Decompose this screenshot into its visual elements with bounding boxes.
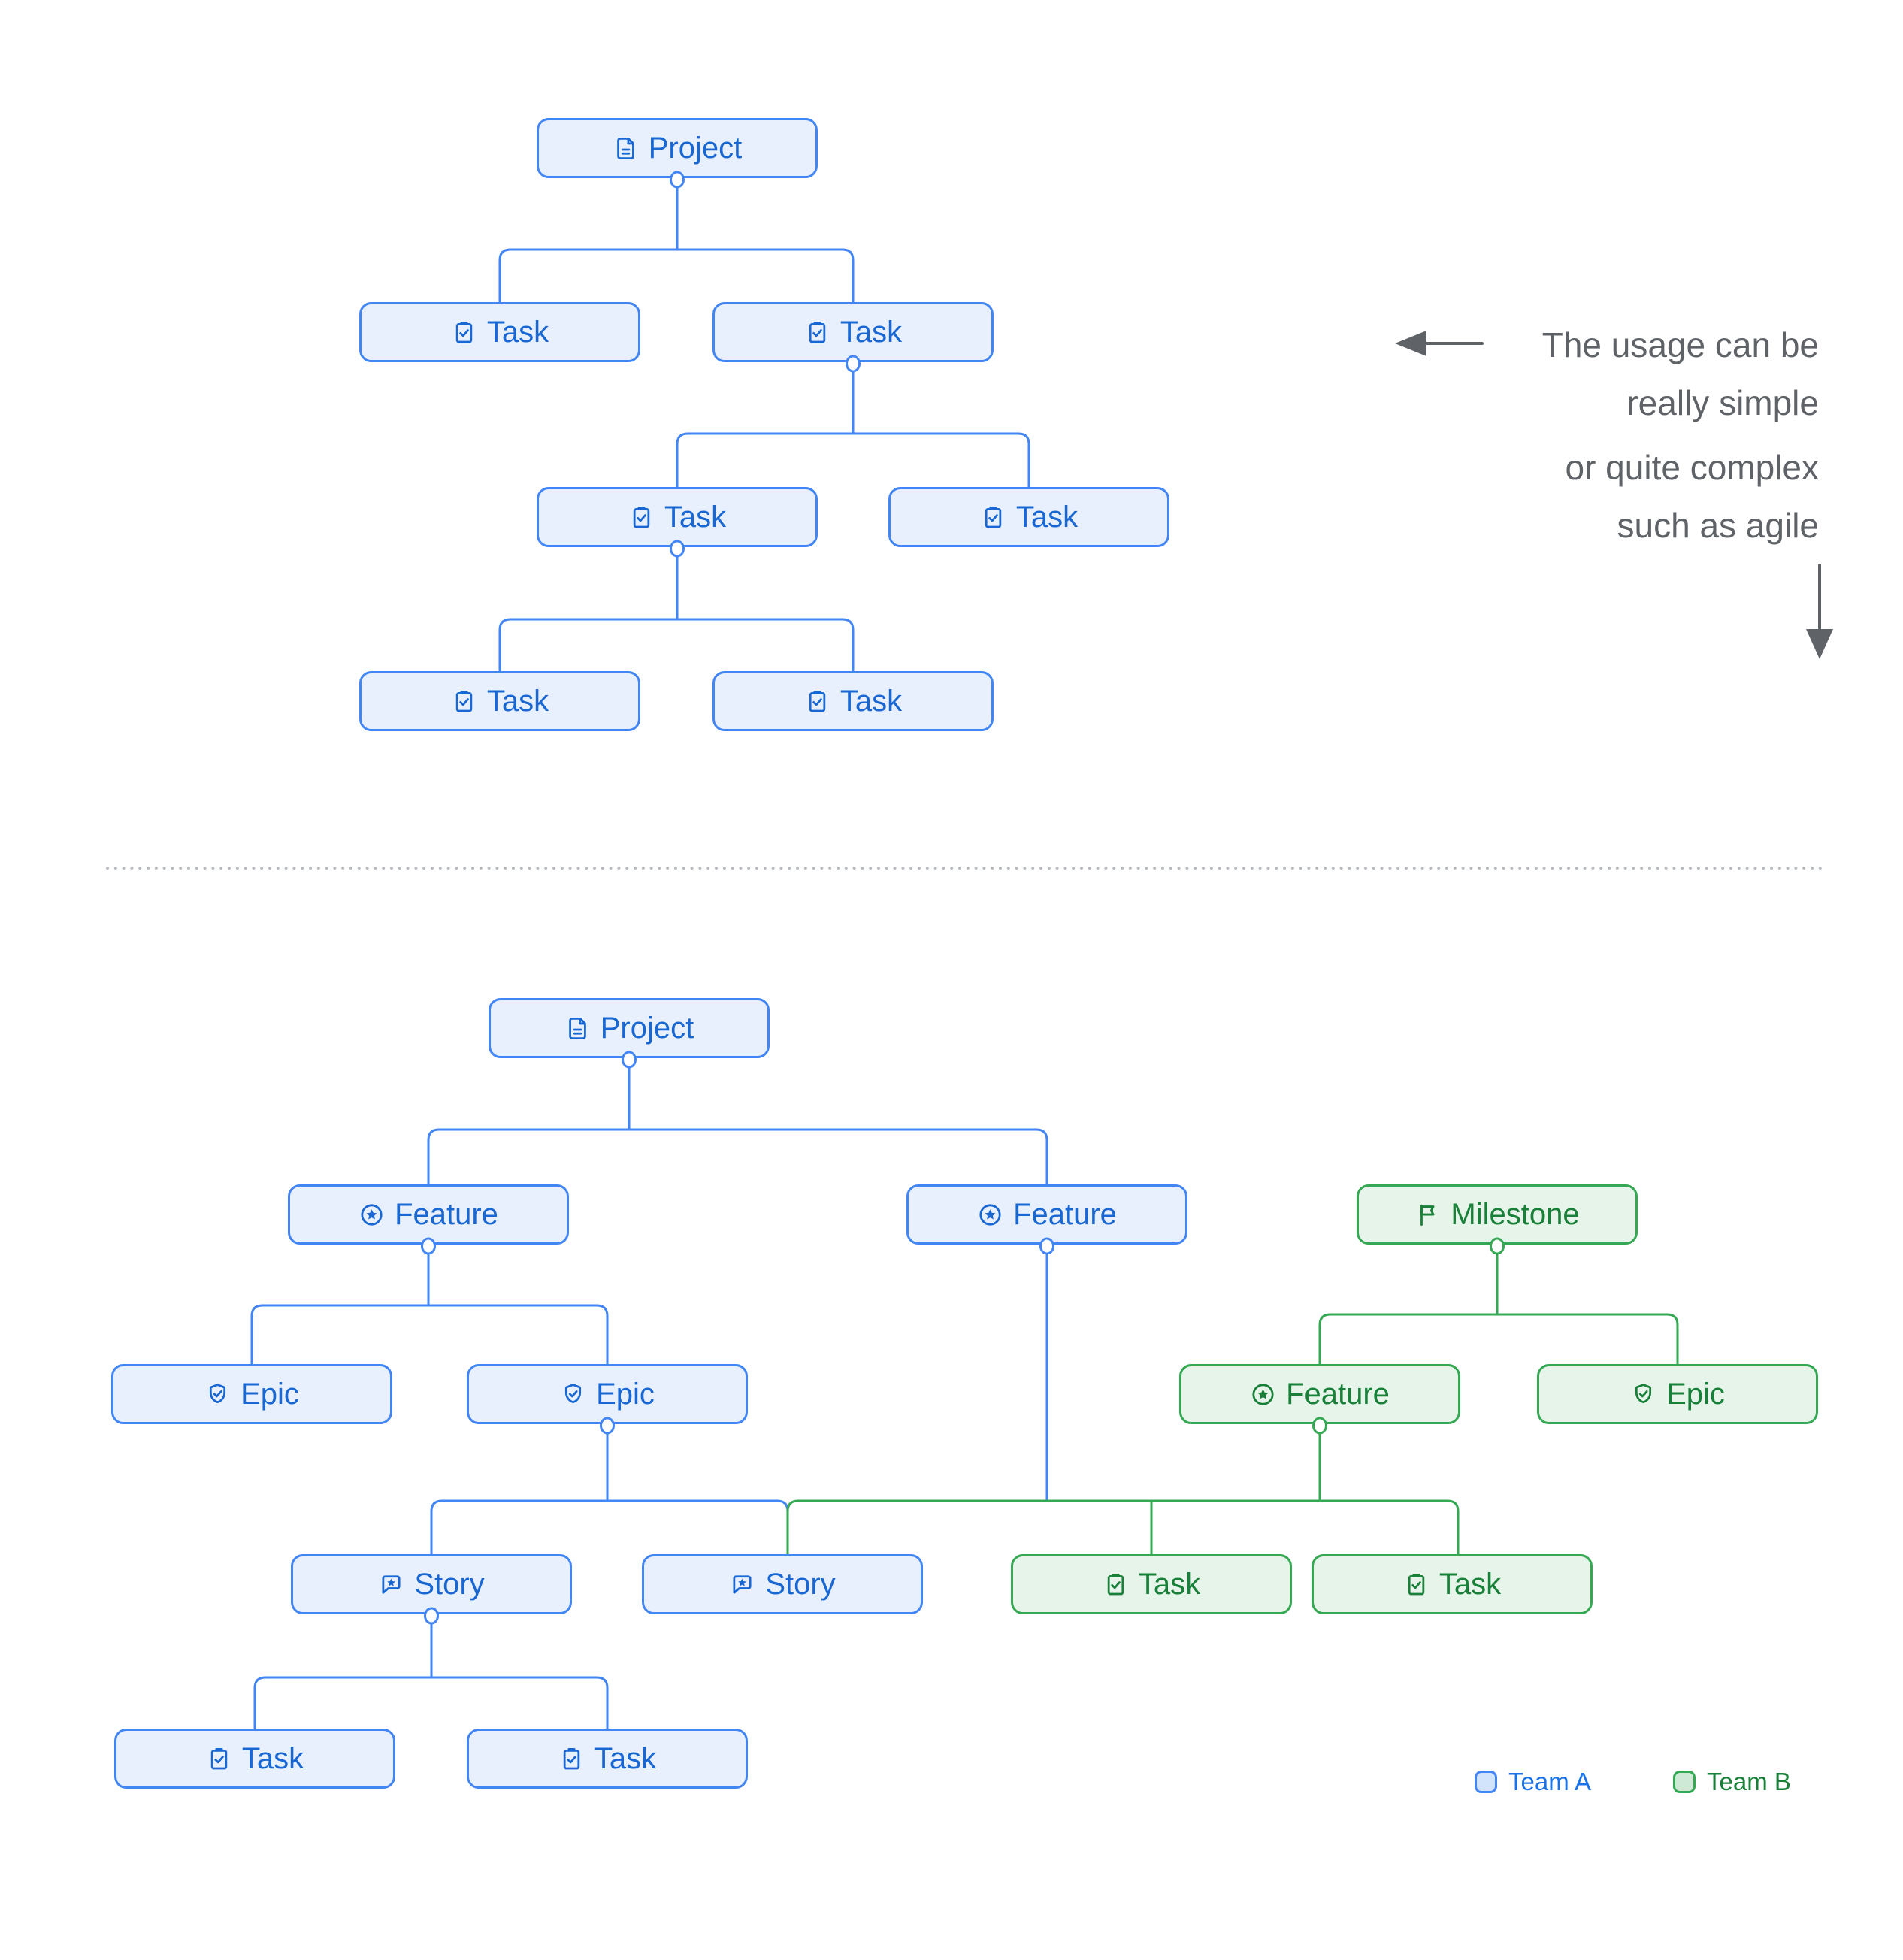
task-node-top-4[interactable]: Task <box>888 487 1169 547</box>
node-label: Feature <box>1286 1377 1390 1411</box>
task-icon <box>558 1746 585 1772</box>
connector <box>786 1499 1460 1556</box>
node-label: Feature <box>1013 1197 1117 1231</box>
task-node-green-1[interactable]: Task <box>1011 1554 1292 1614</box>
connector <box>676 432 1030 488</box>
task-icon <box>451 688 477 715</box>
legend-label: Team A <box>1508 1768 1592 1795</box>
node-label: Epic <box>241 1377 299 1411</box>
legend-label: Team B <box>1707 1768 1791 1795</box>
node-label: Task <box>664 500 727 534</box>
node-label: Task <box>1015 500 1079 534</box>
node-label: Task <box>1138 1567 1201 1601</box>
story-icon <box>729 1571 755 1598</box>
epic-icon <box>1630 1381 1656 1408</box>
legend-item-team-b: Team B <box>1673 1768 1791 1796</box>
feature-node-1[interactable]: Feature <box>288 1184 569 1245</box>
team-b-swatch <box>1673 1771 1696 1793</box>
node-label: Task <box>594 1741 657 1775</box>
node-label: Task <box>241 1741 304 1775</box>
document-icon <box>564 1015 591 1042</box>
milestone-icon <box>1414 1202 1441 1228</box>
task-icon <box>206 1746 232 1772</box>
task-icon <box>628 504 655 531</box>
annotation-paragraph-complex: or quite complex such as agile <box>1542 439 1820 555</box>
annotation-line: The usage can be <box>1541 325 1819 364</box>
connector <box>427 1128 1048 1186</box>
document-icon <box>613 135 639 162</box>
annotation-line: really simple <box>1626 383 1819 422</box>
epic-node-3[interactable]: Epic <box>1537 1364 1818 1424</box>
node-label: Project <box>648 131 743 165</box>
task-node-top-2[interactable]: Task <box>712 302 994 362</box>
story-node-1[interactable]: Story <box>291 1554 572 1614</box>
epic-node-1[interactable]: Epic <box>111 1364 392 1424</box>
connector <box>253 1676 609 1730</box>
legend-item-team-a: Team A <box>1475 1768 1591 1796</box>
node-label: Story <box>765 1567 836 1601</box>
task-node-top-5[interactable]: Task <box>359 671 640 731</box>
task-node-top-1[interactable]: Task <box>359 302 640 362</box>
node-label: Task <box>486 315 549 349</box>
node-label: Milestone <box>1451 1197 1580 1231</box>
node-label: Feature <box>395 1197 498 1231</box>
task-node-green-2[interactable]: Task <box>1312 1554 1593 1614</box>
connector <box>250 1304 609 1366</box>
task-node-bottom-2[interactable]: Task <box>467 1729 748 1789</box>
top-tree-connectors <box>498 183 1030 673</box>
node-label: Epic <box>1666 1377 1725 1411</box>
connector <box>1318 1313 1679 1366</box>
annotation-text: The usage can be really simple or quite … <box>1542 316 1819 555</box>
node-label: Task <box>486 684 549 718</box>
connector <box>430 1499 789 1556</box>
epic-node-2[interactable]: Epic <box>467 1364 748 1424</box>
task-icon <box>804 319 830 346</box>
connector <box>498 618 855 673</box>
epic-icon <box>204 1381 231 1408</box>
node-label: Task <box>1439 1567 1502 1601</box>
feature-icon <box>1250 1381 1276 1408</box>
feature-icon <box>977 1202 1003 1228</box>
task-node-bottom-1[interactable]: Task <box>114 1729 395 1789</box>
task-icon <box>451 319 477 346</box>
team-a-swatch <box>1475 1771 1497 1793</box>
node-label: Task <box>840 315 903 349</box>
story-icon <box>378 1571 404 1598</box>
task-node-top-6[interactable]: Task <box>712 671 994 731</box>
task-icon <box>980 504 1006 531</box>
story-node-2[interactable]: Story <box>642 1554 923 1614</box>
feature-node-2[interactable]: Feature <box>906 1184 1187 1245</box>
feature-icon <box>359 1202 385 1228</box>
node-label: Task <box>840 684 903 718</box>
project-node-bottom[interactable]: Project <box>489 998 770 1058</box>
annotation-line: or quite complex <box>1565 448 1820 487</box>
project-node-top[interactable]: Project <box>537 118 818 178</box>
connector <box>498 248 855 304</box>
annotation-line: such as agile <box>1617 506 1820 545</box>
feature-node-3[interactable]: Feature <box>1179 1364 1460 1424</box>
node-label: Epic <box>596 1377 655 1411</box>
annotation-paragraph-simple: The usage can be really simple <box>1542 316 1819 432</box>
node-label: Project <box>600 1011 694 1045</box>
task-node-top-3[interactable]: Task <box>537 487 818 547</box>
task-icon <box>1403 1571 1430 1598</box>
epic-icon <box>560 1381 586 1408</box>
left-arrow-icon <box>1395 331 1484 356</box>
down-arrow-icon <box>1806 564 1833 659</box>
node-label: Story <box>414 1567 485 1601</box>
milestone-node[interactable]: Milestone <box>1357 1184 1638 1245</box>
task-icon <box>804 688 830 715</box>
task-icon <box>1103 1571 1129 1598</box>
